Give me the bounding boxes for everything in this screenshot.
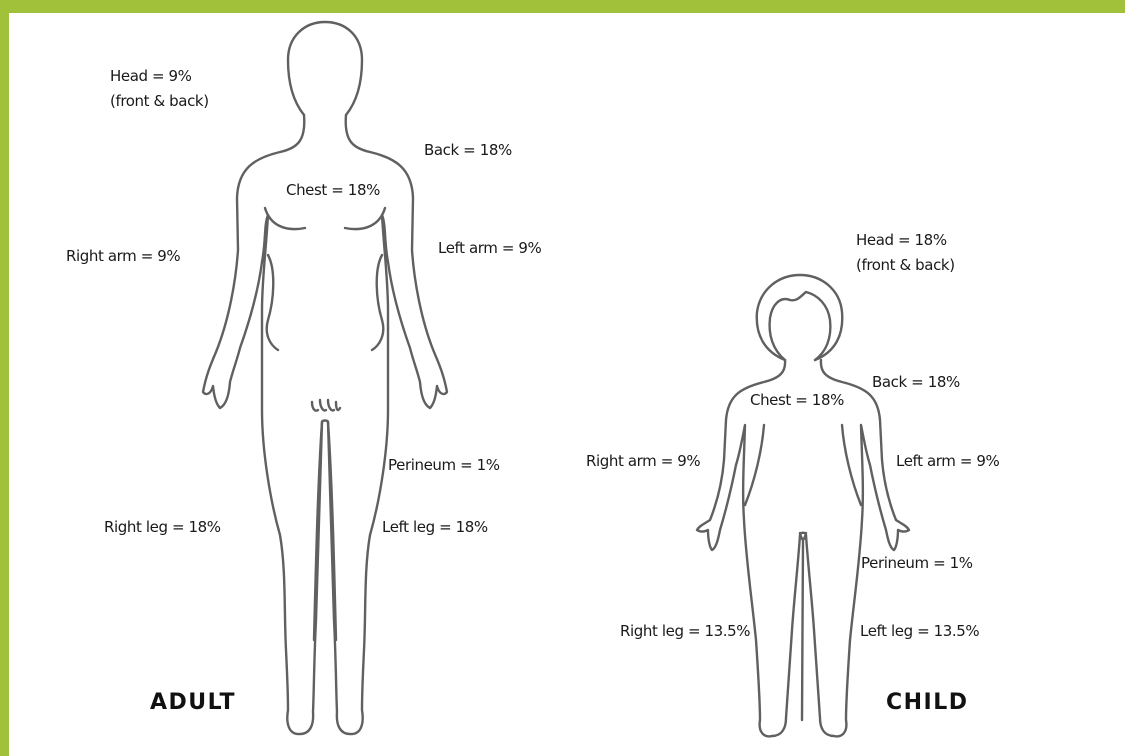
adult-chest-right-mark (345, 208, 385, 229)
child-head-note: (front & back) (856, 256, 955, 275)
adult-right-leg-label: Right leg = 18% (104, 518, 221, 537)
adult-back-label: Back = 18% (424, 141, 512, 160)
adult-left-leg-label: Left leg = 18% (382, 518, 488, 537)
child-title: CHILD (886, 690, 969, 715)
child-perineum-label: Perineum = 1% (861, 554, 973, 573)
adult-title: ADULT (150, 690, 236, 715)
adult-inner-leg-left (328, 422, 336, 640)
adult-inner-leg-right (314, 422, 322, 640)
child-left-arm-label: Left arm = 9% (896, 452, 999, 471)
adult-head-note: (front & back) (110, 92, 209, 111)
adult-body-outline (203, 115, 447, 734)
child-chest-label: Chest = 18% (750, 391, 844, 410)
adult-perineum-label: Perineum = 1% (388, 456, 500, 475)
adult-left-inner-arm (372, 255, 383, 350)
child-right-leg-label: Right leg = 13.5% (620, 622, 750, 641)
child-right-inner-arm (745, 425, 764, 505)
child-inner-leg (802, 540, 803, 720)
child-figure-outline (697, 275, 909, 736)
adult-head-outline (288, 22, 362, 115)
adult-chest-left-mark (265, 208, 305, 229)
child-left-leg-label: Left leg = 13.5% (860, 622, 979, 641)
adult-right-inner-arm (267, 255, 278, 350)
child-back-label: Back = 18% (872, 373, 960, 392)
adult-figure-outline (203, 22, 447, 734)
child-right-arm-label: Right arm = 9% (586, 452, 700, 471)
child-face-outline (770, 292, 831, 360)
adult-head-label: Head = 9% (110, 67, 192, 86)
adult-left-arm-label: Left arm = 9% (438, 239, 541, 258)
adult-perineum-mark (312, 400, 340, 411)
adult-chest-label: Chest = 18% (286, 181, 380, 200)
child-head-label: Head = 18% (856, 231, 947, 250)
child-left-inner-arm (842, 425, 861, 505)
adult-right-arm-label: Right arm = 9% (66, 247, 180, 266)
